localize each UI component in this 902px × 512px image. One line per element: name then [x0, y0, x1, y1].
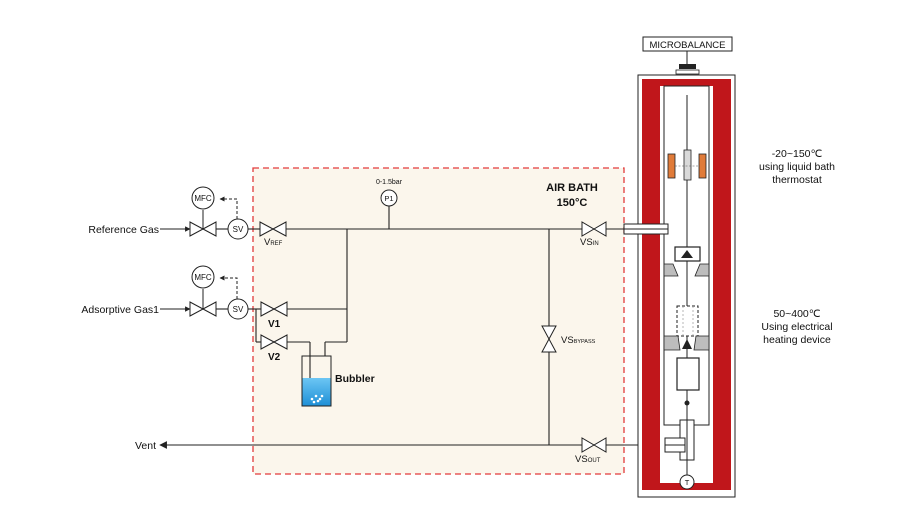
adsorptive-mfc-label: MFC — [194, 273, 212, 282]
lower-holder-arrow — [682, 339, 692, 349]
furnace-inlet-port — [623, 223, 669, 235]
vs-in-label: VSIN — [580, 237, 599, 248]
v-ref-label: VREF — [264, 237, 283, 248]
air-bath-zone — [252, 167, 625, 475]
air-bath-temperature: 150°C — [557, 197, 588, 209]
microbalance-label: MICROBALANCE — [649, 40, 725, 51]
adsorptive-mfc-valve[interactable] — [189, 289, 217, 317]
upper-sample-holder — [674, 246, 701, 262]
furnace-bottom-fitting — [664, 400, 695, 477]
v2-valve[interactable] — [260, 334, 288, 350]
microbalance-box: MICROBALANCE — [642, 36, 733, 52]
adsorptive-gas-label: Adsorptive Gas1 — [81, 304, 159, 316]
zone-upper-temperature: -20~150℃ — [772, 148, 823, 160]
pressure-range-label: 0-1.5bar — [376, 179, 403, 186]
reference-mfc[interactable]: MFC — [191, 186, 215, 210]
sample-container — [676, 357, 700, 391]
vs-out-valve[interactable] — [581, 437, 607, 453]
tube-constriction-upper — [663, 263, 710, 277]
sample-bucket — [676, 305, 699, 337]
pressure-gauge-p1[interactable]: P1 — [380, 189, 398, 207]
air-bath-title: AIR BATH — [546, 182, 598, 194]
reference-mfc-valve[interactable] — [189, 210, 217, 237]
pressure-gauge-label: P1 — [384, 194, 393, 203]
reference-sv-label: SV — [233, 225, 244, 234]
adsorptive-solenoid-valve[interactable]: SV — [227, 298, 249, 320]
v1-valve[interactable] — [260, 301, 288, 317]
vs-out-label: VSOUT — [575, 454, 601, 465]
v2-label: V2 — [268, 352, 281, 363]
reference-mfc-label: MFC — [194, 194, 212, 203]
zone-lower-temperature: 50~400℃ — [773, 308, 820, 320]
reference-gas-label: Reference Gas — [88, 224, 159, 236]
zone-upper-desc-2: thermostat — [772, 174, 822, 186]
adsorptive-sv-label: SV — [233, 305, 244, 314]
zone-lower-desc-2: heating device — [763, 334, 831, 346]
vs-bypass-valve[interactable] — [541, 325, 557, 353]
tube-constriction-lower — [663, 335, 710, 351]
reference-solenoid-valve[interactable]: SV — [227, 218, 249, 240]
zone-upper-desc-1: using liquid bath — [759, 161, 835, 173]
magnet-core — [683, 149, 692, 181]
bubbler-vessel — [301, 355, 332, 407]
vs-bypass-label: VSBYPASS — [561, 335, 596, 346]
mfc-signal-line-reference — [219, 196, 238, 219]
v-ref-valve[interactable] — [259, 221, 287, 237]
heater-coil-right — [698, 153, 707, 179]
vs-in-valve[interactable] — [581, 221, 607, 237]
bubbler-label: Bubbler — [335, 373, 375, 385]
temperature-sensor-label: T — [685, 478, 690, 487]
adsorptive-mfc[interactable]: MFC — [191, 265, 215, 289]
temperature-sensor[interactable]: T — [679, 474, 695, 490]
v1-label: V1 — [268, 319, 281, 330]
zone-lower-desc-1: Using electrical — [761, 321, 832, 333]
heater-coil-left — [667, 153, 676, 179]
vent-label: Vent — [135, 440, 156, 452]
mfc-signal-line-adsorptive — [219, 275, 238, 299]
